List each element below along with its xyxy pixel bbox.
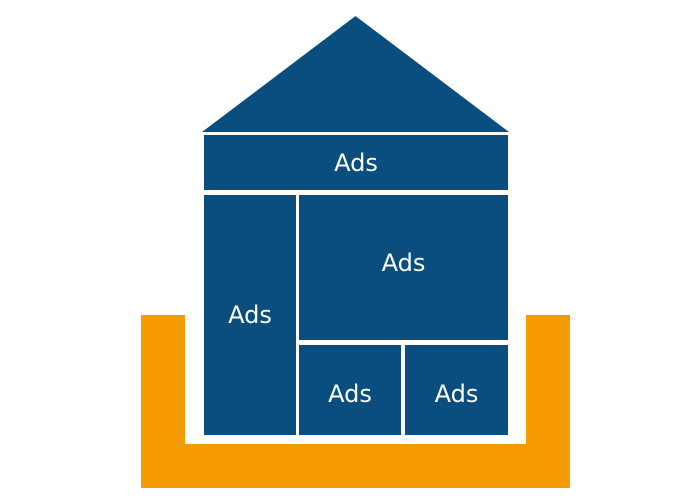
bottom-right-ad-block: Ads	[405, 345, 508, 435]
center-ad-label: Ads	[381, 248, 426, 277]
left-ad-block: Ads	[204, 195, 296, 435]
bottom-left-ad-block: Ads	[299, 345, 401, 435]
bottom-right-ad-label: Ads	[434, 380, 479, 408]
house-roof	[202, 16, 509, 132]
top-ad-block: Ads	[204, 135, 508, 190]
base-bottom-bar	[141, 444, 570, 488]
center-ad-block: Ads	[299, 195, 508, 340]
top-ad-label: Ads	[334, 148, 378, 177]
left-ad-label: Ads	[228, 301, 272, 329]
bottom-left-ad-label: Ads	[328, 380, 372, 408]
